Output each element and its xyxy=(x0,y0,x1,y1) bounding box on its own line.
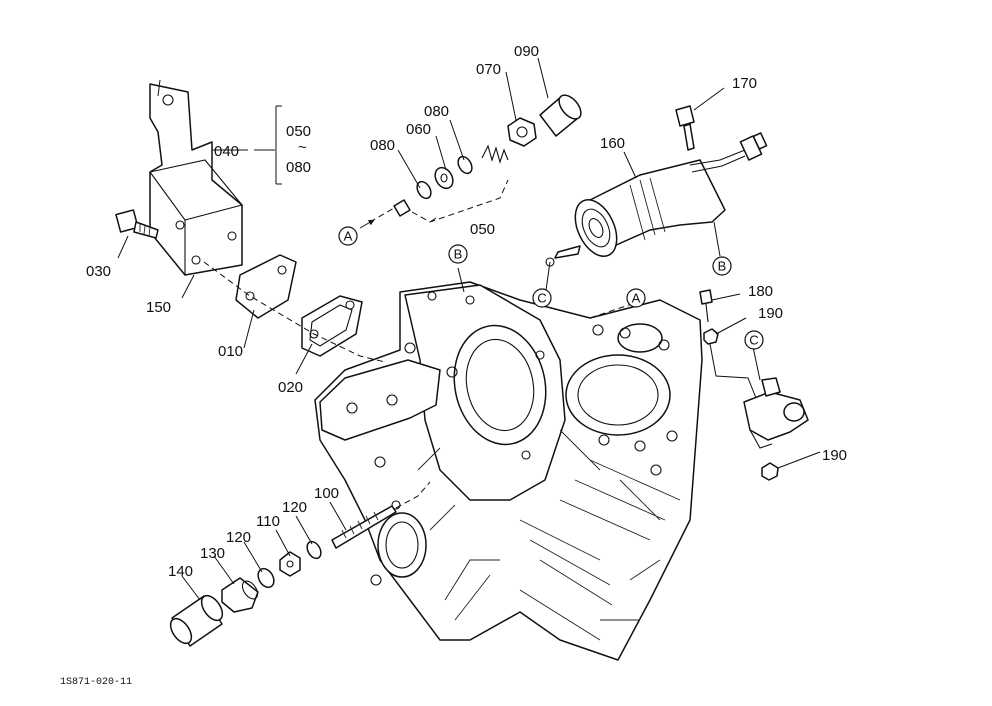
callout-050: 050 xyxy=(470,221,495,238)
callout-140: 140 xyxy=(168,563,193,580)
callout-080b: 080 xyxy=(424,103,449,120)
callout-130: 130 xyxy=(200,545,225,562)
reference-b2-label: B xyxy=(718,259,727,274)
reference-b1: B xyxy=(448,244,468,264)
reference-a1-label: A xyxy=(344,229,353,244)
callout-150: 150 xyxy=(146,299,171,316)
bolt-170 xyxy=(675,105,695,151)
callout-110: 110 xyxy=(256,513,280,530)
bolt-030 xyxy=(115,209,159,239)
reference-b1-label: B xyxy=(454,247,463,262)
gasket-010 xyxy=(235,254,297,319)
callout-070: 070 xyxy=(476,61,501,78)
reference-a2-label: A xyxy=(632,291,641,306)
callout-050-group: 050 xyxy=(286,123,311,140)
engine-block xyxy=(314,281,703,661)
callout-190b: 190 xyxy=(822,447,847,464)
callout-030: 030 xyxy=(86,263,111,280)
callout-080-group: 080 xyxy=(286,159,311,176)
solenoid-bracket xyxy=(149,83,243,276)
gasket-020 xyxy=(301,295,363,357)
tilde-mark: ~ xyxy=(298,139,307,156)
callout-180: 180 xyxy=(748,283,773,300)
callout-080a: 080 xyxy=(370,137,395,154)
leader-lines xyxy=(117,57,821,601)
lever-assembly xyxy=(699,289,809,481)
callout-120b: 120 xyxy=(282,499,307,516)
callout-060: 060 xyxy=(406,121,431,138)
callout-020: 020 xyxy=(278,379,303,396)
governor-rod-assembly xyxy=(169,481,431,647)
callout-040: 040 xyxy=(214,143,239,160)
callout-160: 160 xyxy=(600,135,625,152)
callout-090: 090 xyxy=(514,43,539,60)
reference-c2-label: C xyxy=(749,333,758,348)
reference-c1-label: C xyxy=(537,291,546,306)
reference-b2: B xyxy=(712,256,732,276)
callout-190a: 190 xyxy=(758,305,783,322)
reference-a1: A xyxy=(338,226,358,246)
reference-c1: C xyxy=(532,288,552,308)
callout-170: 170 xyxy=(732,75,757,92)
reference-a2: A xyxy=(626,288,646,308)
reference-c2: C xyxy=(744,330,764,350)
link-assembly xyxy=(359,94,582,229)
stop-solenoid-160 xyxy=(545,132,768,267)
callout-100: 100 xyxy=(314,485,339,502)
callout-120a: 120 xyxy=(226,529,251,546)
callout-010: 010 xyxy=(218,343,243,360)
drawing-code: 1S871-020-11 xyxy=(60,677,132,688)
